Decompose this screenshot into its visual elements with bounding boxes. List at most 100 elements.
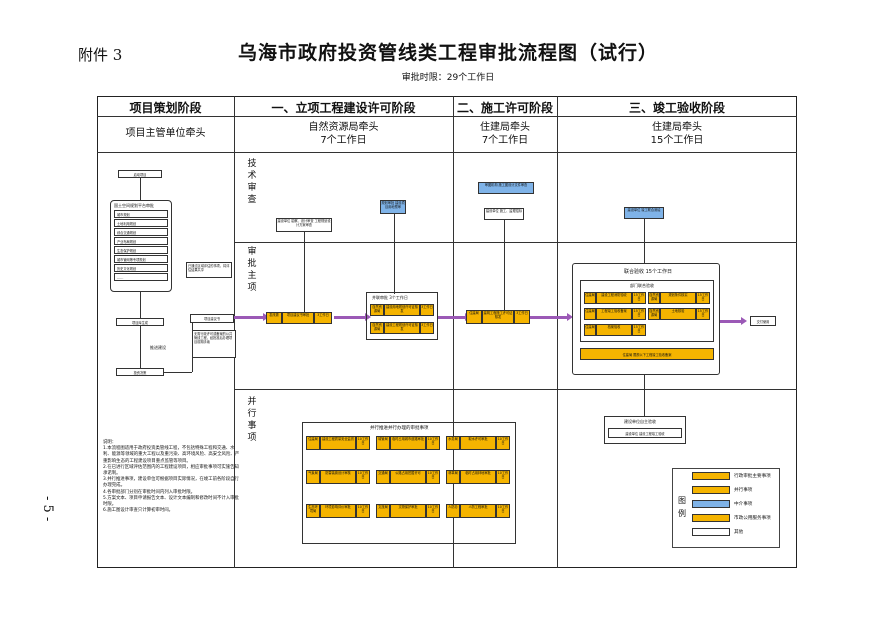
deliver-box: 交付使用 — [750, 316, 776, 326]
flow-arrow — [438, 313, 471, 321]
flow-arrow — [530, 313, 573, 321]
flow-arrow — [720, 317, 747, 325]
row-label-parallel: 并行事项 — [247, 397, 257, 443]
approval-item: 建设用地规划许可证核发 — [384, 304, 420, 316]
annex-label: 附件 3 — [78, 46, 123, 64]
page-number: - 5 - — [40, 496, 55, 522]
planning-list-item: 城市管网等专项规划 — [114, 255, 168, 263]
divider — [234, 389, 797, 390]
parallel-item: 取水许可审批 — [460, 436, 496, 450]
parallel-item: 临时占用林地审批 — [460, 470, 496, 484]
self-check-group — [604, 416, 686, 444]
planning-list-group — [110, 200, 172, 292]
acceptance-dept: 自然资源局 — [648, 308, 660, 320]
approval-days: 3工作日 — [420, 304, 434, 316]
joint-acceptance-group — [572, 263, 720, 375]
divider — [97, 116, 797, 117]
parallel-days: 10工作日 — [496, 504, 510, 518]
planning-list-item: 产业布局规划 — [114, 237, 168, 245]
merge-group — [366, 292, 438, 340]
project-gen-box: 项目库生成 — [116, 318, 164, 326]
parallel-item: 人防工程审批 — [460, 504, 496, 518]
self-check-item: 建设单位 建设工程竣工验收 — [608, 428, 682, 438]
divider — [453, 96, 454, 568]
parallel-item: 临时占用城市道路审批 — [390, 436, 426, 450]
parallel-dept: 城管局 — [376, 436, 390, 450]
self-check-title: 建设单位自主验收 — [624, 419, 656, 424]
parallel-days: 10工作日 — [496, 470, 510, 484]
parallel-dept: 交通局 — [376, 470, 390, 484]
acceptance-bottom-item: 住建局 限额以下工程竣工验收备案 — [580, 348, 714, 360]
parallel-days: 10工作日 — [426, 504, 440, 518]
flowchart-frame — [97, 96, 797, 568]
parallel-item: 建设工程质量安全监督 — [320, 436, 356, 450]
approval-days: 3工作日 — [514, 310, 530, 324]
acceptance-days: 15工作日 — [632, 324, 646, 336]
planning-list-item: 城市规划 — [114, 210, 168, 218]
merge-title: 并联审批 3个工作日 — [372, 295, 408, 300]
acceptance-dept: 住建局 — [584, 324, 596, 336]
planning-list-item: 综合交通规划 — [114, 228, 168, 236]
planning-list-item: …… — [114, 273, 168, 281]
parallel-days: 10工作日 — [356, 504, 370, 518]
dept-acceptance-group — [580, 280, 714, 342]
stage-lead: 自然资源局牵头 — [308, 122, 379, 133]
note-line: 2.在已进行区域评估范围内的工程建设项目，相应审批事项可实施告知承诺制。 — [103, 464, 239, 477]
parallel-dept: 生态环境局 — [306, 504, 320, 518]
acceptance-item: 规划条件核实 — [660, 292, 696, 304]
connector — [644, 375, 645, 416]
parallel-dept: 水务局 — [446, 436, 460, 450]
acceptance-item: 建设工程消防验收 — [596, 292, 632, 304]
stage-header: 三、竣工验收阶段 — [628, 101, 725, 115]
divider — [234, 242, 797, 243]
notes: 说明： 1.本流程图适用于政府投资类管线工程，不包括特殊工程和交通、水利、能源等… — [103, 440, 243, 514]
stage-header: 一、立项工程建设许可阶段 — [271, 101, 416, 115]
acceptance-dept: 住建局 — [584, 292, 596, 304]
parallel-group — [302, 422, 516, 544]
planning-list-item: 生态保护规划 — [114, 246, 168, 254]
tech-item-agency: 规划审批 建设项目用地预审 — [380, 200, 406, 214]
parallel-title: 并行推进并行办理的审批事项 — [370, 426, 429, 431]
connector — [164, 372, 192, 373]
row-label-approval: 审批主项 — [247, 247, 257, 293]
tech-item: 建设单位 勘察、设计审查 工程规划设计方案审查 — [276, 218, 332, 232]
flow-arrow — [234, 313, 269, 321]
divider — [97, 152, 797, 153]
planning-list-title: 国土空间规划平台审批 — [114, 203, 154, 208]
proposal-box: 项目建议书 — [190, 314, 234, 323]
legend — [672, 468, 780, 548]
legend-swatch — [692, 528, 730, 536]
tech-item: 建设单位 施工、监理招标 — [484, 208, 524, 220]
approval-item: 建设工程规划许可证核发 — [384, 322, 420, 334]
acceptance-dept: 自然资源局 — [648, 292, 660, 304]
note-box: 无需行政许可或备案的公共管线工程，经批准后办理项目前期手续 — [192, 330, 236, 358]
notes-heading: 说明： — [103, 440, 117, 445]
connector — [140, 292, 141, 318]
approval-time: 审批时限：29个工作日 — [401, 73, 495, 83]
connector — [394, 214, 395, 294]
legend-label: 其他 — [734, 530, 744, 535]
planning-list-item: 土地利用规划 — [114, 219, 168, 227]
stage-days: 7个工作日 — [320, 135, 367, 146]
note-line: 6.施工图设计审查只计算初审时间。 — [103, 508, 174, 514]
page-title: 乌海市政府投资管线类工程审批流程图（试行） — [237, 42, 658, 64]
legend-swatch — [692, 472, 730, 480]
start-box: 启动项目 — [118, 170, 162, 178]
parallel-item: 防雷装置设计审核 — [320, 470, 356, 484]
connector — [504, 220, 505, 312]
connector — [140, 326, 141, 368]
note-line: 1.本流程图适用于政府投资类管线工程，不包括特殊工程和交通、水利、能源等领域的重… — [103, 446, 240, 464]
legend-title: 图例 — [678, 496, 686, 518]
parallel-days: 10工作日 — [426, 470, 440, 484]
legend-label: 市政公用服务事项 — [734, 516, 771, 521]
note-line: 5.方案文本、项目申请报告文本、设计文本编制和修改时间不计入审批时限。 — [103, 495, 239, 508]
stage-header: 项目策划阶段 — [129, 101, 202, 115]
note-line: 3.并行推进事项，建设单位可根据项目实际情况，在竣工前各阶段自行办理完成。 — [103, 477, 239, 489]
legend-label: 行政审批主要事项 — [734, 474, 771, 479]
parallel-dept: 林草局 — [446, 470, 460, 484]
approval-days: 3工作日 — [420, 322, 434, 334]
note-line: 4.各审批部门分别在审批时间内列入审批时限。 — [103, 489, 196, 495]
stage-lead: 住建局牵头 — [652, 122, 702, 133]
parallel-days: 10工作日 — [356, 436, 370, 450]
approval-dept: 住建局 — [466, 310, 482, 324]
